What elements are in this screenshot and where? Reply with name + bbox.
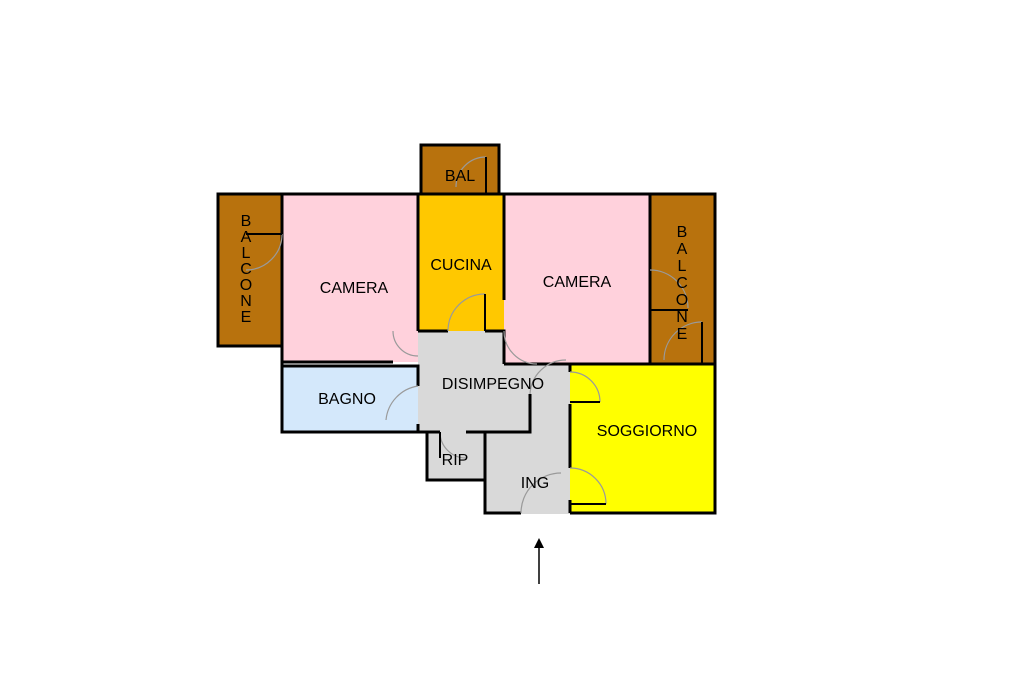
soggiorno-label: SOGGIORNO [597, 423, 697, 440]
door-bagno [385, 385, 419, 421]
disimpegno-label: DISIMPEGNO [442, 376, 544, 393]
door-disimpegno-ing [529, 359, 567, 395]
balcone-letter: C [240, 261, 252, 278]
door-bal [455, 156, 487, 188]
balcone-right-fill [650, 194, 715, 364]
door-balcone-right-b [663, 321, 703, 361]
bagno-wall [282, 364, 420, 434]
balcone-letter: B [241, 213, 252, 230]
balcone-letter: L [242, 245, 251, 262]
bal-label: BAL [445, 168, 475, 185]
door-soggiorno-bottom [569, 467, 607, 505]
balcone-letter: N [240, 293, 252, 310]
balcone-letter: A [241, 229, 252, 246]
door-cucina [447, 293, 486, 332]
camera-right-label: CAMERA [543, 274, 612, 291]
door-balcone-left [245, 233, 283, 271]
cucina-fill [418, 194, 504, 331]
balcone-letter: O [240, 277, 252, 294]
bagno-label: BAGNO [318, 391, 376, 408]
balcone-letter: B [677, 224, 688, 241]
disimpegno-fill [418, 331, 570, 514]
disimpegno-inner-wall [427, 394, 532, 434]
balcone-letter: C [676, 275, 688, 292]
balcone-letter: E [677, 326, 688, 343]
balcone-letter: L [678, 258, 687, 275]
soggiorno-fill [570, 364, 715, 513]
up-arrow-icon [534, 538, 544, 584]
ing-label: ING [521, 475, 549, 492]
balcone-letter: E [241, 309, 252, 326]
camera-right-fill [504, 194, 650, 364]
camera-left-label: CAMERA [320, 280, 389, 297]
camera-left-fill [282, 194, 418, 362]
door-camera-left [392, 330, 419, 357]
balcone-letter: N [676, 309, 688, 326]
camera-left-wall [282, 194, 420, 364]
door-soggiorno-top [569, 371, 601, 403]
cucina-label: CUCINA [430, 257, 492, 274]
door-ingresso [520, 472, 562, 514]
door-camera-right [503, 330, 538, 365]
room-fills [218, 145, 715, 514]
doors [245, 156, 703, 514]
rip-label: RIP [442, 452, 469, 469]
balcone-letter: A [677, 241, 688, 258]
door-balcone-right-a [649, 269, 689, 309]
balcone-letter: O [676, 292, 688, 309]
room-labels: CAMERA BAL CUCINA CAMERA BAGNO DISIMPEGN… [240, 168, 697, 492]
